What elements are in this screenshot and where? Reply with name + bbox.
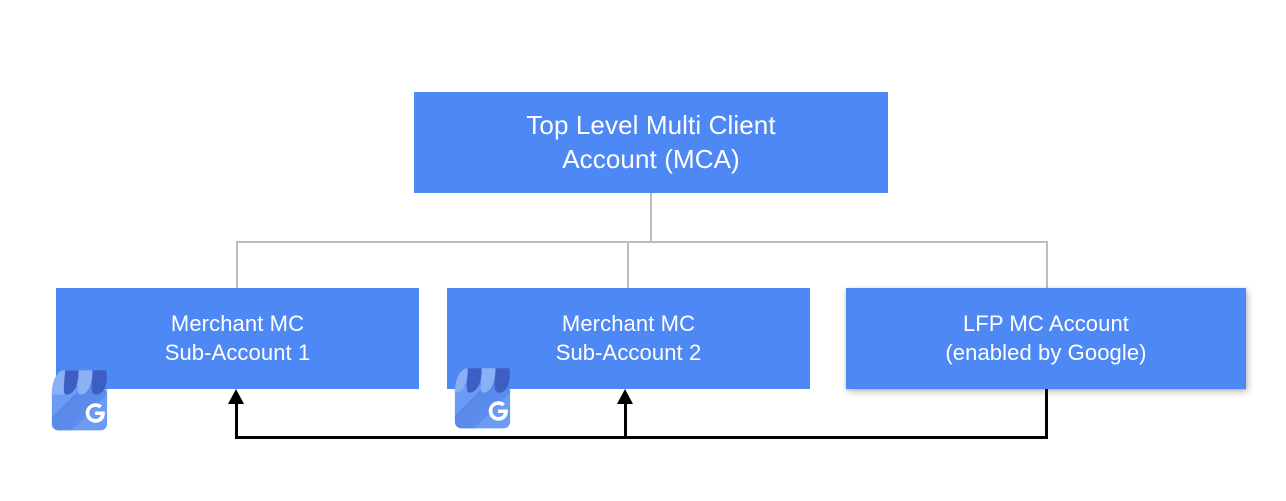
feedback-arrowhead-sub1 <box>228 389 244 404</box>
node-lfp-mc-account-line1: LFP MC Account <box>962 311 1130 337</box>
node-merchant-sub-account-2-line2: Sub-Account 2 <box>555 339 702 365</box>
connector-to-lfp <box>1046 241 1048 288</box>
node-lfp-mc-account-line2: (enabled by Google) <box>945 339 1147 365</box>
connector-to-sub2 <box>627 241 629 288</box>
feedback-line-to-sub2 <box>624 402 627 438</box>
node-lfp-mc-account[interactable]: LFP MC Account (enabled by Google) <box>846 288 1246 389</box>
node-top-level-mca-line2: Account (MCA) <box>562 143 740 174</box>
google-my-business-icon <box>443 365 522 430</box>
node-merchant-sub-account-1-line2: Sub-Account 1 <box>164 339 311 365</box>
feedback-line-from-lfp <box>1045 389 1048 439</box>
node-merchant-sub-account-2-line1: Merchant MC <box>561 311 696 337</box>
node-top-level-mca-line1: Top Level Multi Client <box>526 110 776 141</box>
node-merchant-sub-account-1-line1: Merchant MC <box>170 311 305 337</box>
feedback-arrowhead-sub2 <box>617 389 633 404</box>
feedback-line-to-sub1 <box>235 402 238 438</box>
connector-to-sub1 <box>236 241 238 288</box>
feedback-line-horizontal <box>235 436 1048 439</box>
node-top-level-mca[interactable]: Top Level Multi Client Account (MCA) <box>414 92 888 193</box>
connector-horizontal-bus <box>236 241 1048 243</box>
node-merchant-sub-account-1[interactable]: Merchant MC Sub-Account 1 <box>56 288 419 389</box>
google-my-business-icon <box>40 367 119 432</box>
connector-mca-stem <box>650 193 652 243</box>
